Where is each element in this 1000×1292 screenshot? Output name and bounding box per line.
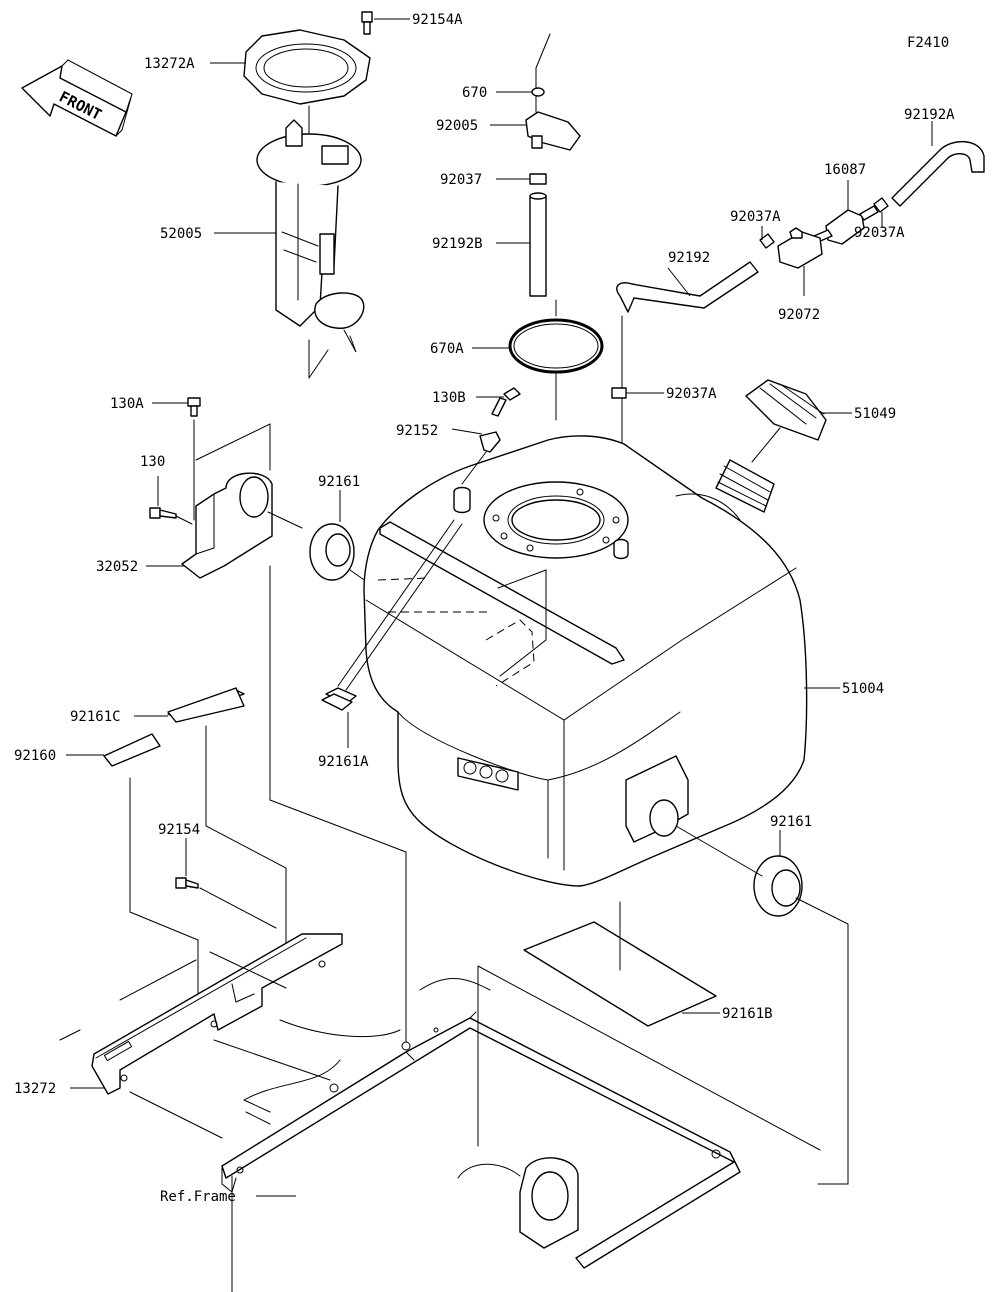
part-label-130[interactable]: 130 (140, 454, 165, 470)
part-label-92160[interactable]: 92160 (14, 748, 56, 764)
part-label-13272[interactable]: 13272 (14, 1081, 56, 1097)
bolt-92154[interactable] (175, 877, 199, 889)
part-label-92161B[interactable]: 92161B (722, 1006, 773, 1022)
part-label-52005[interactable]: 52005 (160, 226, 202, 242)
vehicle-frame (221, 965, 821, 1292)
grommet-92152[interactable] (479, 431, 501, 453)
bolt-92154A[interactable] (361, 11, 373, 35)
pad-92160[interactable] (103, 733, 161, 767)
part-label-13272A[interactable]: 13272A (144, 56, 195, 72)
connector-92072[interactable] (777, 227, 823, 269)
part-label-92192B[interactable]: 92192B (432, 236, 483, 252)
bolt-130B[interactable] (491, 387, 521, 417)
part-label-92037A-lower[interactable]: 92037A (666, 386, 717, 402)
fuel-tank-51004[interactable] (363, 435, 808, 887)
part-label-92161C[interactable]: 92161C (70, 709, 121, 725)
clamp-92037A-right[interactable] (873, 197, 889, 213)
part-label-92192[interactable]: 92192 (668, 250, 710, 266)
part-label-92161-upper[interactable]: 92161 (318, 474, 360, 490)
part-label-92037[interactable]: 92037 (440, 172, 482, 188)
part-label-92072[interactable]: 92072 (778, 307, 820, 323)
front-direction-arrow: FRONT (21, 59, 133, 137)
part-label-92037A-upper-left[interactable]: 92037A (730, 209, 781, 225)
valve-92005[interactable] (525, 111, 581, 151)
clamp-92037[interactable] (529, 173, 547, 185)
pad-92161C[interactable] (167, 687, 245, 723)
bracket-32052[interactable] (181, 472, 273, 579)
tank-bracket-13272[interactable] (91, 933, 343, 1095)
part-label-16087[interactable]: 16087 (824, 162, 866, 178)
part-label-130B[interactable]: 130B (432, 390, 466, 406)
part-label-670[interactable]: 670 (462, 85, 487, 101)
hose-92192B[interactable] (529, 192, 547, 297)
bolt-130A[interactable] (187, 397, 201, 417)
part-label-92005[interactable]: 92005 (436, 118, 478, 134)
part-label-92154[interactable]: 92154 (158, 822, 200, 838)
part-label-92152[interactable]: 92152 (396, 423, 438, 439)
part-label-92161-lower[interactable]: 92161 (770, 814, 812, 830)
bolt-130[interactable] (149, 507, 177, 519)
part-label-92037A-upper-right[interactable]: 92037A (854, 225, 905, 241)
part-label-92192A[interactable]: 92192A (904, 107, 955, 123)
tank-strap (379, 521, 625, 665)
part-label-130A[interactable]: 130A (110, 396, 144, 412)
clamp-92037A-lower[interactable] (611, 387, 627, 399)
figure-code: F2410 (907, 35, 949, 51)
pad-92161B[interactable] (523, 921, 717, 1027)
part-label-32052[interactable]: 32052 (96, 559, 138, 575)
seal-ring-670A[interactable] (508, 318, 604, 374)
o-ring-670[interactable] (531, 87, 545, 97)
clamp-92037A-left[interactable] (759, 233, 775, 249)
part-label-92154A[interactable]: 92154A (412, 12, 463, 28)
cap-51049[interactable] (745, 379, 827, 441)
gasket-ring-13272A[interactable] (243, 29, 371, 105)
hose-92192[interactable] (616, 261, 759, 313)
part-label-92161A[interactable]: 92161A (318, 754, 369, 770)
part-label-51049[interactable]: 51049 (854, 406, 896, 422)
grommet-92161-lower[interactable] (753, 855, 803, 917)
pad-92161A[interactable] (321, 687, 357, 711)
fuel-pump-52005[interactable] (256, 119, 365, 353)
frame-label: Ref.Frame (160, 1189, 236, 1205)
part-label-670A[interactable]: 670A (430, 341, 464, 357)
grommet-92161-upper[interactable] (309, 523, 355, 581)
part-label-51004[interactable]: 51004 (842, 681, 884, 697)
part-labels: 92154A 13272A 52005 670 92005 92037 9219… (14, 12, 955, 1097)
breather-hose-92192A[interactable] (891, 141, 985, 207)
